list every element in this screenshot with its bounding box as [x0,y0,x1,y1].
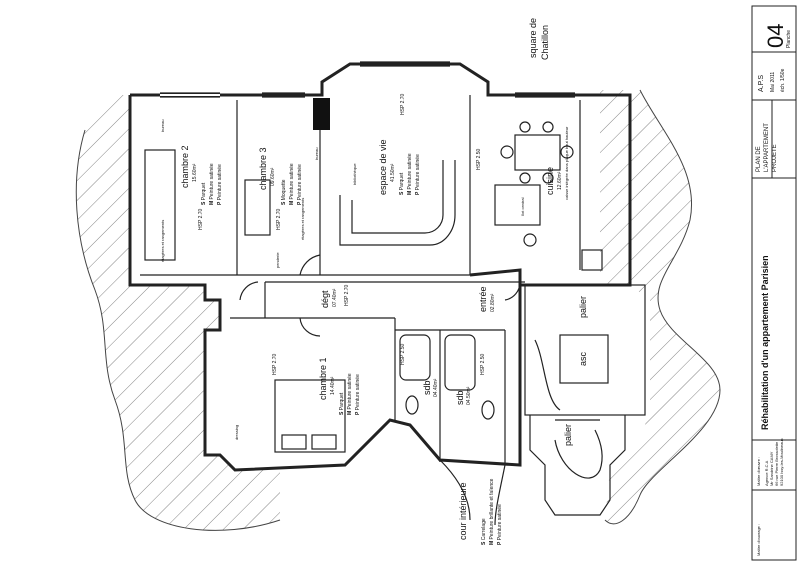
sheet-label: Planche [786,29,792,48]
walls [128,62,632,472]
finish-legend-chambre-2: S Parquet M Peinture satinée P Peinture … [201,163,223,205]
room-area-degt: 07.40m² [332,288,338,307]
room-label-sdb-2: sdb [455,390,465,405]
room-area-cuisine: 12.60m² [557,171,563,190]
annotation-ilot: îlot central [520,197,525,216]
room-label-chambre-2: chambre 2 [180,145,190,188]
hsp-chambre-1: HSP 2.70 [272,353,278,375]
room-label-chambre-1: chambre 1 [318,357,328,400]
owner-label: Maître d'ouvrage : [756,523,761,556]
phase: A.P.S [758,75,765,92]
architect-label: Maître d'œuvre : [756,456,761,486]
hsp-sdb-2: HSP 2.50 [480,353,486,375]
annotation-bibliotheque: bibliothèque [352,163,357,185]
architect-details: Agence R.C.A Mr Sandrine CAMY 66 rue Pie… [764,438,784,486]
chimney-block [313,98,330,130]
room-label-espace-de-vie: espace de vie [378,139,388,195]
room-label-palier-1: palier [578,295,588,318]
finish-legend-sdb: S Carrelage M Peinture brillante et faïe… [481,478,503,545]
room-area-entree: 02.80m² [490,293,496,312]
annotation-bureau-ch2: bureau [160,119,165,132]
annotation-bureau-ch3: bureau [314,147,319,160]
room-label-palier-2: palier [563,423,573,446]
annotation-penderie: penderie [275,252,280,268]
hsp-espace-de-vie: HSP 2.70 [400,93,406,115]
annotation-etageres-ch2: étagères et rangements [160,219,165,262]
hsp-chambre-3: HSP 2.70 [276,208,282,230]
room-area-chambre-1: 14.40m² [330,376,336,395]
finish-legend-chambre-1: S Parquet M Peinture satinée P Peinture … [339,373,361,415]
exterior-hatch-right [600,89,721,525]
room-area-espace-de-vie: 41.50m² [390,163,396,182]
room-area-sdb-1: 04.40m² [433,378,439,397]
room-area-chambre-3: 09.60m² [270,167,276,186]
annotation-dressing: dressing [234,424,239,440]
cuisine-note: caisse intégrée dans plaque bout hauteur [564,126,569,200]
room-label-entree: entrée [478,286,488,312]
room-label-cuisine: cuisine [545,166,555,195]
hsp-cuisine: HSP 2.50 [476,148,482,170]
street-label-line2: Chatillon [540,24,550,60]
hsp-sdb-1: HSP 2.50 [400,343,406,365]
hsp-chambre-2: HSP 2.70 [198,208,204,230]
room-area-sdb-2: 04.50m² [466,386,472,405]
project-title: Réhabilitation d'un appartement Parisien [760,255,770,430]
scale: éch. 1/50e [780,68,786,92]
street-label-line1: square de [528,17,538,58]
room-label-degt: dégt [320,290,330,308]
finish-legend-espace-de-vie: S Parquet M Peinture satinée P Peinture … [399,153,421,195]
room-label-cour: cour intérieure [458,482,468,540]
room-label-sdb-1: sdb [422,380,432,395]
title-block-frame [751,5,797,561]
room-label-chambre-3: chambre 3 [258,147,268,190]
annotation-etageres-ch3: étagères et rangements [300,197,305,240]
plan-title: PLAN DE L'APPARTEMENT PROJETE [756,123,778,172]
room-area-chambre-2: 15.60m² [192,163,198,182]
room-label-asc: asc [578,351,588,366]
date: Mai 2011 [770,71,776,92]
hsp-degt: HSP 2.70 [344,284,350,306]
